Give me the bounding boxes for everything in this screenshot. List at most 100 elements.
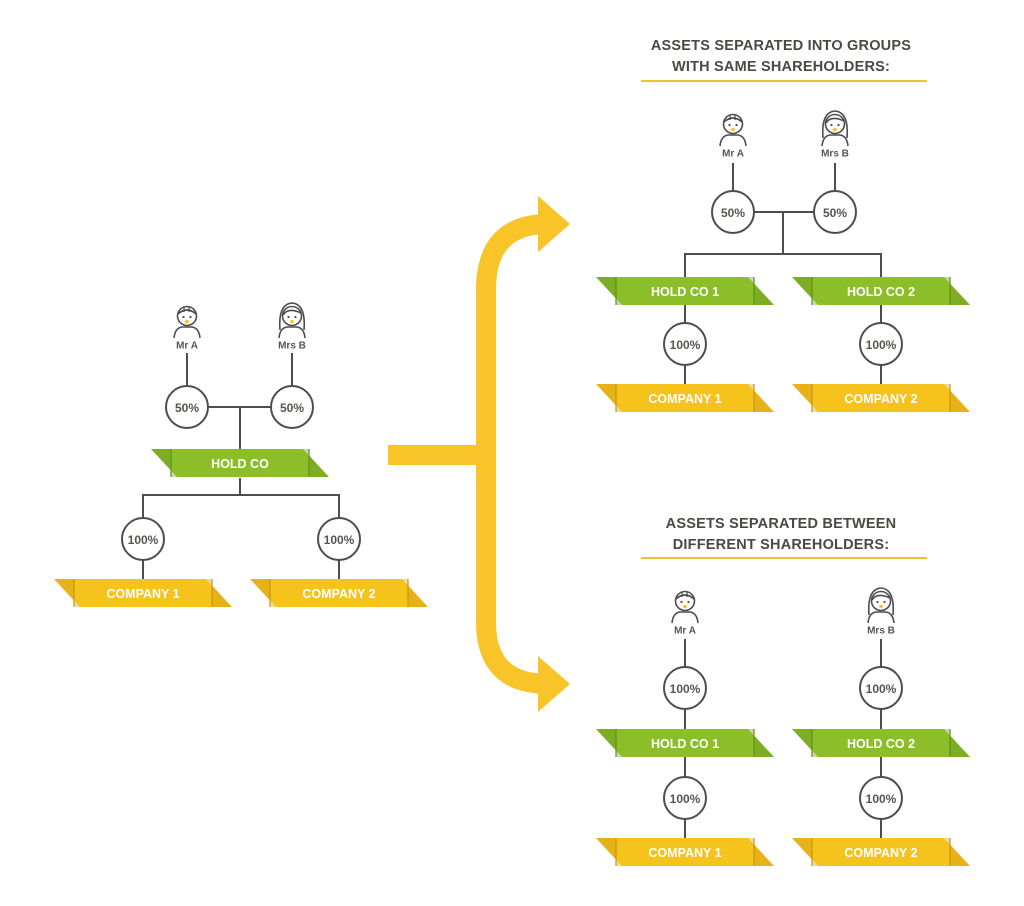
heading-different-line1: ASSETS SEPARATED BETWEEN bbox=[665, 516, 897, 532]
company-1-banner-label: COMPANY 1 bbox=[106, 587, 179, 601]
person-eye bbox=[830, 123, 833, 127]
person-mouth bbox=[185, 319, 189, 324]
same-person-mrs-b bbox=[821, 110, 849, 147]
person-hair bbox=[278, 302, 306, 331]
person-eye bbox=[876, 600, 879, 604]
person-hair bbox=[675, 594, 695, 600]
same-holdco-1-banner bbox=[596, 277, 774, 305]
diff-person-mr-a-label: Mr A bbox=[674, 626, 696, 637]
company-1-banner-shape bbox=[54, 579, 232, 607]
person-hair bbox=[723, 117, 743, 123]
person-eye bbox=[735, 123, 738, 127]
share-label-mr-a: 50% bbox=[175, 401, 199, 415]
same-company-1-banner-shape bbox=[596, 384, 774, 412]
heading-same-line1: ASSETS SEPARATED INTO GROUPS bbox=[650, 38, 912, 54]
arrow-branch bbox=[476, 214, 549, 694]
same-holdco-2-banner bbox=[792, 277, 970, 305]
person-mouth bbox=[731, 127, 735, 132]
ownership-circle bbox=[813, 190, 857, 234]
diff-holdco-1-banner-label: HOLD CO 1 bbox=[651, 737, 719, 751]
person-eye bbox=[883, 600, 886, 604]
person-hair bbox=[177, 309, 197, 315]
person-mouth bbox=[683, 604, 687, 609]
heading-different-line2: DIFFERENT SHAREHOLDERS: bbox=[672, 537, 890, 553]
diff-share-mrs-b: 100% bbox=[866, 682, 897, 696]
heading-same-line2: WITH SAME SHAREHOLDERS: bbox=[671, 59, 891, 75]
share-label-company-1: 100% bbox=[128, 533, 159, 547]
ownership-circle bbox=[270, 385, 314, 429]
same-person-mr-a bbox=[719, 113, 747, 147]
person-mouth bbox=[879, 604, 883, 609]
holdco-banner-label: HOLD CO bbox=[211, 457, 269, 471]
company-1-banner bbox=[54, 579, 232, 607]
person-mrs-b bbox=[278, 302, 306, 339]
diff-share-company-2: 100% bbox=[866, 792, 897, 806]
person-shoulders bbox=[719, 134, 747, 147]
heading-different-shareholders: ASSETS SEPARATED BETWEEN DIFFERENT SHARE… bbox=[606, 514, 956, 556]
person-eye bbox=[728, 123, 731, 127]
person-eye bbox=[189, 315, 192, 319]
same-company-2-banner-label: COMPANY 2 bbox=[844, 392, 917, 406]
company-2-banner-shape bbox=[250, 579, 428, 607]
person-mouth bbox=[833, 127, 837, 132]
diff-person-mrs-b-label: Mrs B bbox=[867, 626, 895, 637]
same-share-mr-a: 50% bbox=[721, 206, 745, 220]
person-shoulders bbox=[278, 326, 306, 339]
same-person-mr-a-label: Mr A bbox=[722, 149, 744, 160]
share-label-company-2: 100% bbox=[324, 533, 355, 547]
ownership-circle bbox=[317, 517, 361, 561]
ownership-circle bbox=[663, 322, 707, 366]
person-shoulders bbox=[867, 611, 895, 624]
same-holdco-2-banner-shape bbox=[792, 277, 970, 305]
same-person-mrs-b-label: Mrs B bbox=[821, 149, 849, 160]
share-label-mrs-b: 50% bbox=[280, 401, 304, 415]
diff-company-2-banner-label: COMPANY 2 bbox=[844, 846, 917, 860]
same-company-1-banner bbox=[596, 384, 774, 412]
person-eye bbox=[294, 315, 297, 319]
heading-underline bbox=[641, 80, 927, 82]
same-holdco-1-banner-label: HOLD CO 1 bbox=[651, 285, 719, 299]
same-share-mrs-b: 50% bbox=[823, 206, 847, 220]
arrow-head-down bbox=[538, 656, 570, 712]
diff-holdco-1-banner bbox=[596, 729, 774, 757]
same-share-company-1: 100% bbox=[670, 338, 701, 352]
person-fringe bbox=[825, 117, 845, 124]
person-hair bbox=[821, 110, 849, 139]
diff-holdco-2-banner-shape bbox=[792, 729, 970, 757]
ownership-circle bbox=[165, 385, 209, 429]
person-eye bbox=[182, 315, 185, 319]
same-share-company-2: 100% bbox=[866, 338, 897, 352]
ownership-circle bbox=[663, 776, 707, 820]
same-holdco-2-banner-label: HOLD CO 2 bbox=[847, 285, 915, 299]
diff-company-1-banner-shape bbox=[596, 838, 774, 866]
diff-person-mrs-b bbox=[867, 587, 895, 624]
person-shoulders bbox=[821, 134, 849, 147]
same-company-2-banner-shape bbox=[792, 384, 970, 412]
holdco-banner-shape bbox=[151, 449, 329, 477]
same-company-2-banner bbox=[792, 384, 970, 412]
company-2-banner-label: COMPANY 2 bbox=[302, 587, 375, 601]
diff-holdco-2-banner bbox=[792, 729, 970, 757]
diff-company-1-banner bbox=[596, 838, 774, 866]
diff-company-2-banner bbox=[792, 838, 970, 866]
person-fringe bbox=[871, 594, 891, 601]
ownership-circle bbox=[859, 776, 903, 820]
ownership-circle bbox=[859, 666, 903, 710]
same-company-1-banner-label: COMPANY 1 bbox=[648, 392, 721, 406]
diff-share-company-1: 100% bbox=[670, 792, 701, 806]
ownership-circle bbox=[859, 322, 903, 366]
ownership-circle bbox=[121, 517, 165, 561]
person-eye bbox=[680, 600, 683, 604]
person-mr-a-label: Mr A bbox=[176, 341, 198, 352]
person-fringe bbox=[282, 309, 302, 316]
ownership-circle bbox=[711, 190, 755, 234]
diff-company-1-banner-label: COMPANY 1 bbox=[648, 846, 721, 860]
person-eye bbox=[687, 600, 690, 604]
heading-underline bbox=[641, 557, 927, 559]
person-shoulders bbox=[173, 326, 201, 339]
diff-holdco-1-banner-shape bbox=[596, 729, 774, 757]
diff-holdco-2-banner-label: HOLD CO 2 bbox=[847, 737, 915, 751]
same-holdco-1-banner-shape bbox=[596, 277, 774, 305]
heading-same-shareholders: ASSETS SEPARATED INTO GROUPS WITH SAME S… bbox=[606, 36, 956, 78]
